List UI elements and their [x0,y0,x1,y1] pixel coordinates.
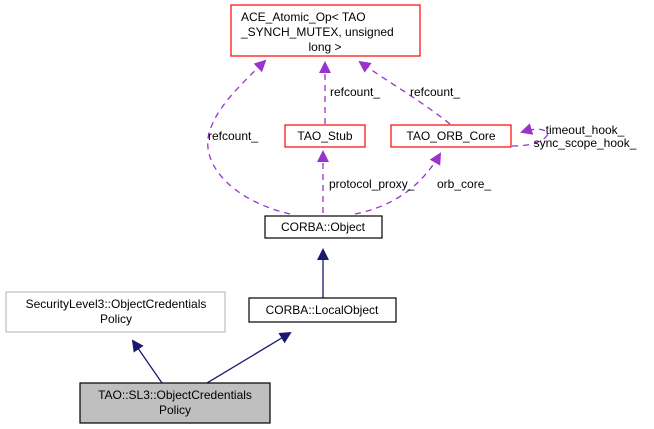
node-label: Policy [159,403,191,417]
node-tao-orb-core[interactable]: TAO_ORB_Core [390,124,512,148]
edge-label-sync-scope-hook: sync_scope_hook_ [534,136,637,150]
edge-orbcore-to-ace-refcount [358,60,451,125]
node-label: SecurityLevel3::ObjectCredentials [26,297,207,311]
edge-label-refcount: refcount_ [410,85,460,99]
edge-object-to-orbcore [354,152,441,215]
node-label: TAO_Stub [297,129,352,143]
node-label: CORBA::LocalObject [266,303,379,317]
edge-label-orb-core: orb_core_ [437,177,491,191]
edge-label-protocol-proxy: protocol_proxy_ [329,177,415,191]
edge-tao-sl3-to-sl3 [131,339,163,384]
usage-edges [207,59,549,215]
node-label: CORBA::Object [281,220,366,234]
node-label: ACE_Atomic_Op< TAO [241,10,366,24]
edge-label-timeout-hook: timeout_hook_ [546,123,625,137]
node-label: TAO_ORB_Core [406,129,495,143]
node-label: Policy [100,312,132,326]
node-securitylevel3-policy[interactable]: SecurityLevel3::ObjectCredentials Policy [5,291,226,333]
inheritance-edges [131,248,329,384]
node-label: _SYNCH_MUTEX, unsigned [240,25,394,39]
node-corba-localobject[interactable]: CORBA::LocalObject [248,297,397,323]
edge-label-refcount: refcount_ [208,129,258,143]
node-label: long > [308,40,341,54]
edge-object-to-ace-refcount [207,59,291,215]
edge-tao-sl3-to-localobject [206,331,292,384]
node-tao-sl3-policy[interactable]: TAO::SL3::ObjectCredentials Policy [79,382,271,424]
edge-orbcore-self-hook [511,123,549,147]
node-tao-stub[interactable]: TAO_Stub [284,124,366,148]
node-label: TAO::SL3::ObjectCredentials [98,388,252,402]
node-ace-atomic-op[interactable]: ACE_Atomic_Op< TAO _SYNCH_MUTEX, unsigne… [230,4,421,57]
node-corba-object[interactable]: CORBA::Object [264,215,383,239]
edge-label-refcount: refcount_ [330,85,380,99]
